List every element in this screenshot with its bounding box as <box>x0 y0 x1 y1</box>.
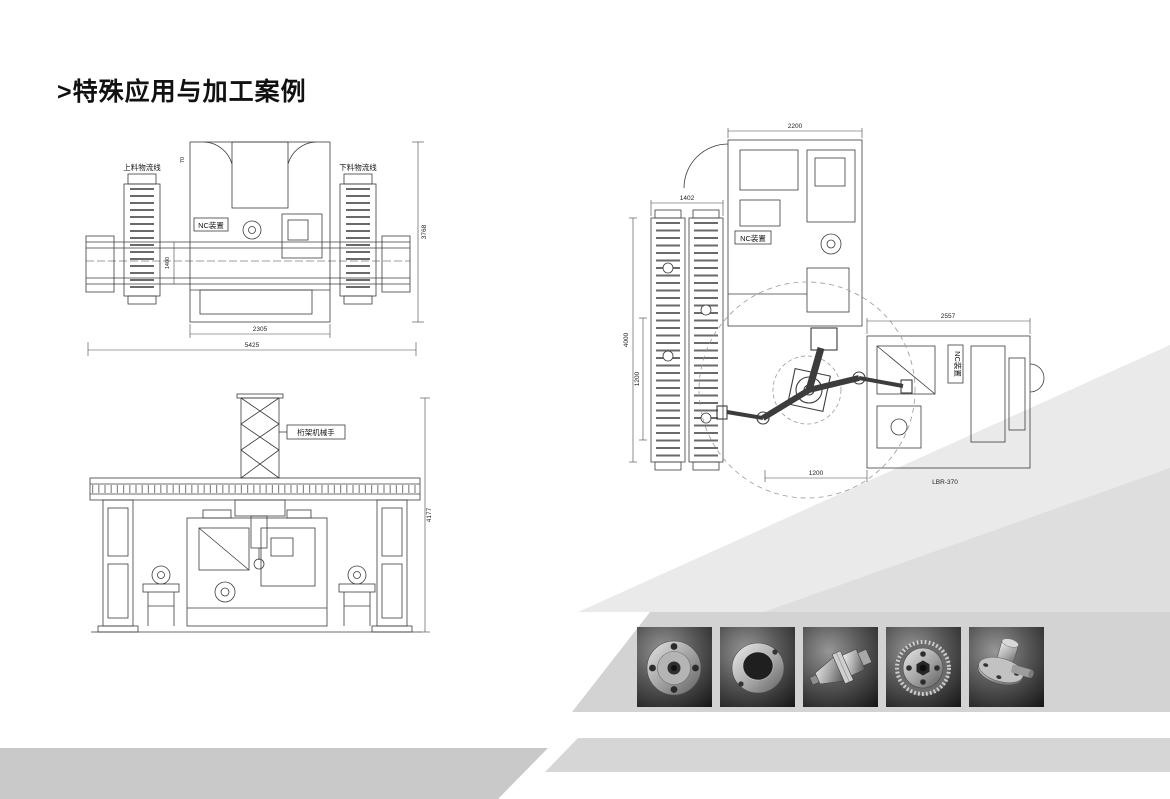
loading-conveyor <box>123 173 161 305</box>
dim-conveyor-length <box>629 217 637 463</box>
dim-robot-offset-text: 1200 <box>809 470 824 477</box>
photo-taper-tool-holder <box>803 627 878 707</box>
dim-overall-depth-text: 3768 <box>421 224 428 239</box>
truss-robot-label-box <box>279 424 346 440</box>
robot-cell-plan-drawing: NC装置 NC装置 LBR-370 2200 1402 4000 1200 25… <box>623 123 1045 499</box>
label-truss-robot: 桁架机械手 <box>297 427 335 437</box>
left-part-stand <box>142 565 180 626</box>
label-nc-unit: NC装置 <box>198 220 224 230</box>
page-title: >特殊应用与加工案例 <box>57 78 307 106</box>
dim-robot-offset <box>764 470 868 482</box>
dim-top-machine-width <box>727 128 863 138</box>
decor-band-mid <box>764 468 1170 612</box>
dim-overall-width <box>87 342 417 356</box>
dim-right-machine-width-text: 2557 <box>941 313 956 320</box>
nc-label-box-top <box>734 230 772 245</box>
left-leg <box>97 499 139 633</box>
nc-label-box <box>193 217 229 232</box>
nc-label-box-right <box>947 344 964 384</box>
label-robot-model: LBR-370 <box>932 479 958 486</box>
dim-overall-width-text: 5425 <box>245 342 260 349</box>
robot-arm <box>716 327 913 425</box>
dim-offset-top-text: 70 <box>180 157 186 163</box>
photo-flange-disc <box>637 627 712 707</box>
feed-conveyors <box>650 209 724 471</box>
photo-bored-housing <box>720 627 795 707</box>
plan-drawing-dual-feed-lines: 上料物流线 下料物流线 NC装置 2305 5425 3768 70 1400 <box>85 141 428 356</box>
decor-bottom-right-band <box>545 738 1170 772</box>
machine-outline <box>189 141 331 323</box>
dim-inner-width-text: 2305 <box>253 326 268 333</box>
dim-overall-height <box>420 397 430 633</box>
dim-overall-depth <box>412 141 424 323</box>
dim-conveyor-length-text: 4000 <box>623 332 630 347</box>
right-leg <box>371 499 413 633</box>
right-machine <box>866 335 1045 469</box>
dim-overall-height-text: 4177 <box>426 507 433 522</box>
decor-bottom-left-band <box>0 748 548 799</box>
dim-conveyor-width <box>650 200 724 216</box>
machine-body <box>186 509 328 627</box>
label-nc-unit-top: NC装置 <box>740 233 766 243</box>
dim-inner-width <box>189 324 331 338</box>
photo-flanged-shaft <box>969 627 1044 707</box>
right-part-stand <box>338 565 376 626</box>
transfer-rails <box>85 235 411 293</box>
part-photo-gallery <box>637 627 1044 707</box>
dim-conveyor-width-text: 1402 <box>680 195 695 202</box>
truss-column <box>236 393 284 479</box>
gantry-front-elevation-drawing: 桁架机械手 4177 <box>89 393 433 633</box>
dim-lane-pitch-text: 1200 <box>634 371 641 386</box>
label-unloading-line: 下料物流线 <box>339 162 377 172</box>
photo-threaded-fitting <box>886 627 961 707</box>
dim-rail-gauge-text: 1400 <box>165 257 171 269</box>
gantry-beam <box>89 477 421 501</box>
label-nc-unit-right: NC装置 <box>953 351 963 377</box>
dim-lane-pitch <box>639 317 647 441</box>
top-machine <box>683 139 863 327</box>
dim-top-machine-width-text: 2200 <box>788 123 803 130</box>
robot-carriage <box>234 499 286 570</box>
unloading-conveyor <box>339 173 377 305</box>
label-loading-line: 上料物流线 <box>123 162 161 172</box>
dim-right-machine-width <box>866 318 1031 334</box>
robot-work-envelope <box>698 281 916 499</box>
